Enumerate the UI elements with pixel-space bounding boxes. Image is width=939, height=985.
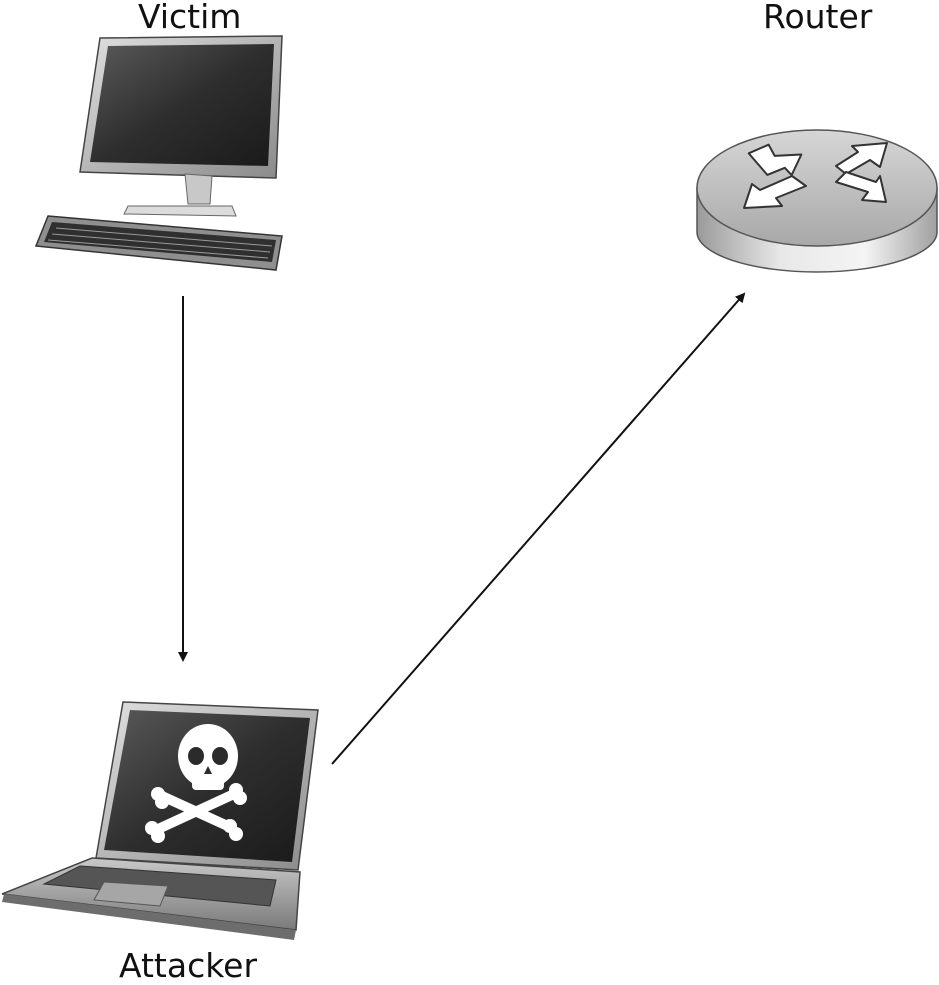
victim-label: Victim bbox=[138, 0, 242, 36]
laptop-skull-icon bbox=[1, 701, 319, 940]
attacker-label: Attacker bbox=[119, 946, 258, 985]
skull-icon bbox=[145, 724, 247, 843]
router-icon bbox=[696, 129, 938, 273]
arrow-attacker-to-router bbox=[331, 292, 746, 765]
router-label: Router bbox=[763, 0, 873, 36]
desktop-computer-icon bbox=[34, 35, 283, 271]
